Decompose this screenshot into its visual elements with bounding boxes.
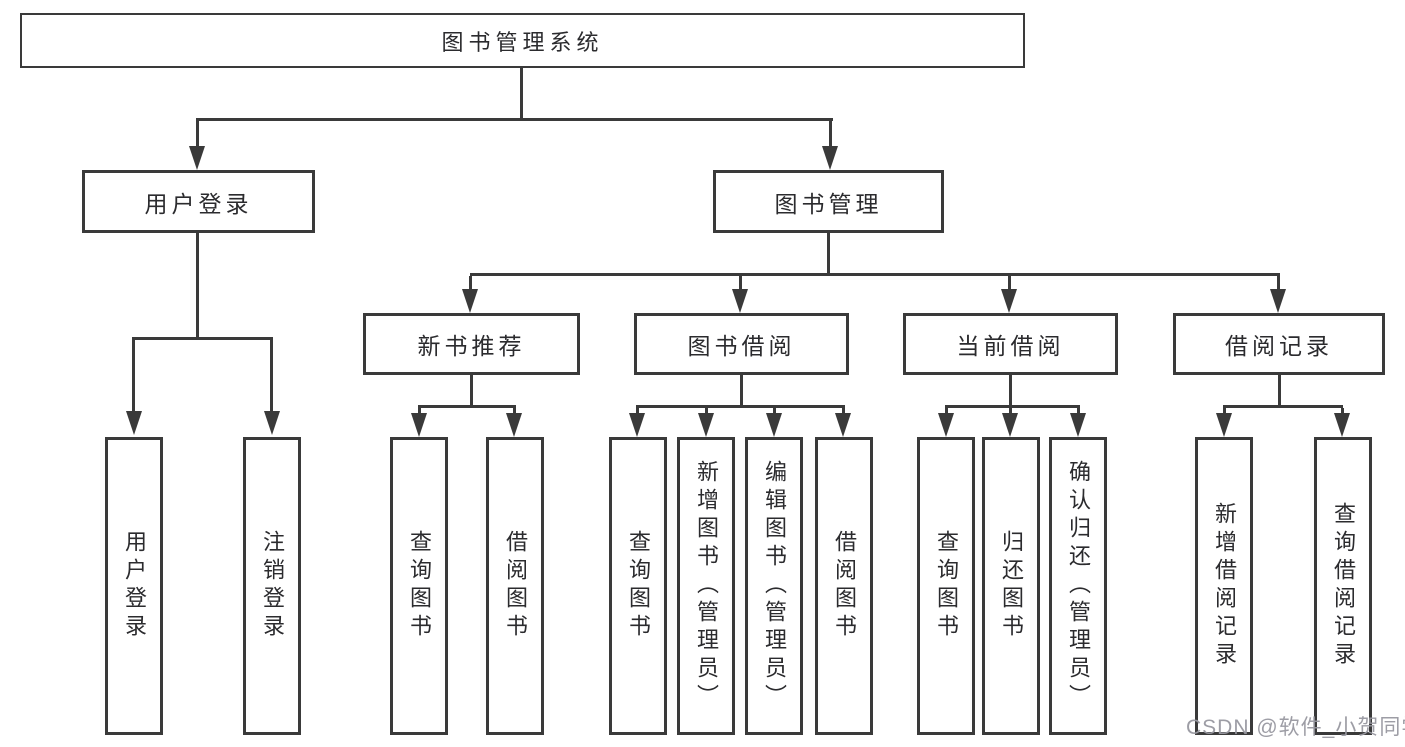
connector-line [470, 273, 1280, 276]
node-label: 查询图书 [626, 530, 651, 642]
node-current-confirm-return-admin: 确认归还（管理员） [1049, 437, 1107, 735]
node-label: 查询图书 [407, 530, 432, 642]
connector-line [196, 233, 199, 337]
connector-line [1277, 276, 1280, 292]
node-login-logout: 注销登录 [243, 437, 301, 735]
connector-line [829, 121, 832, 149]
node-book-borrowing: 图书借阅 [634, 313, 849, 375]
connector-line [520, 68, 523, 118]
node-current-query-books: 查询图书 [917, 437, 975, 735]
arrow-down-icon [835, 413, 851, 437]
arrow-down-icon [506, 413, 522, 437]
watermark: CSDN @软件_小贺同学 [1186, 716, 1405, 739]
connector-line [1008, 276, 1011, 292]
connector-line [827, 233, 830, 273]
connector-line [945, 408, 948, 416]
node-records-add-borrow-record: 新增借阅记录 [1195, 437, 1253, 735]
connector-line [842, 408, 845, 416]
node-borrow-add-books-admin: 新增图书（管理员） [677, 437, 735, 735]
arrow-down-icon [1001, 289, 1017, 313]
node-label: 图书管理系统 [441, 29, 604, 55]
arrow-down-icon [732, 289, 748, 313]
connector-line [513, 408, 516, 416]
node-borrow-edit-books-admin: 编辑图书（管理员） [745, 437, 803, 735]
node-new-book-recommendation: 新书推荐 [363, 313, 580, 375]
connector-line [739, 276, 742, 292]
connector-line [196, 121, 199, 149]
node-label: 图书借阅 [687, 333, 796, 359]
connector-line [132, 337, 273, 340]
node-label: 编辑图书（管理员） [762, 460, 787, 712]
arrow-down-icon [629, 413, 645, 437]
node-label: 新增借阅记录 [1212, 502, 1237, 670]
node-label: 图书管理 [774, 190, 883, 217]
node-label: 查询借阅记录 [1331, 502, 1356, 670]
node-current-return-books: 归还图书 [982, 437, 1040, 735]
connector-line [132, 340, 135, 412]
node-user-login: 用户登录 [82, 170, 315, 233]
node-login-user-login: 用户登录 [105, 437, 163, 735]
connector-line [470, 375, 473, 407]
arrow-down-icon [264, 411, 280, 435]
arrow-down-icon [1070, 413, 1086, 437]
arrow-down-icon [766, 413, 782, 437]
node-label: 新书推荐 [417, 333, 526, 359]
arrow-down-icon [822, 146, 838, 170]
connector-line [1223, 408, 1226, 416]
node-library-management-system: 图书管理系统 [20, 13, 1025, 68]
arrow-down-icon [126, 411, 142, 435]
node-label: 注销登录 [260, 530, 285, 642]
node-label: 查询图书 [934, 530, 959, 642]
arrow-down-icon [1002, 413, 1018, 437]
node-label: 当前借阅 [956, 333, 1065, 359]
node-label: 借阅记录 [1225, 333, 1333, 359]
node-borrowing-records: 借阅记录 [1173, 313, 1385, 375]
connector-line [636, 408, 639, 416]
arrow-down-icon [462, 289, 478, 313]
node-label: 归还图书 [999, 530, 1024, 642]
connector-line [1009, 408, 1012, 416]
connector-line [773, 408, 776, 416]
connector-line [740, 375, 743, 407]
connector-line [469, 276, 472, 292]
arrow-down-icon [698, 413, 714, 437]
connector-line [1223, 405, 1343, 408]
node-recommend-borrow-books: 借阅图书 [486, 437, 544, 735]
arrow-down-icon [1334, 413, 1350, 437]
node-current-borrowing: 当前借阅 [903, 313, 1118, 375]
connector-line [705, 408, 708, 416]
node-label: 用户登录 [122, 530, 147, 642]
node-label: 借阅图书 [503, 530, 528, 642]
arrow-down-icon [938, 413, 954, 437]
connector-line [945, 405, 1080, 408]
node-label: 新增图书（管理员） [694, 460, 719, 712]
arrow-down-icon [1270, 289, 1286, 313]
connector-line [270, 340, 273, 412]
node-label: 用户登录 [144, 190, 253, 217]
arrow-down-icon [1216, 413, 1232, 437]
node-label: 借阅图书 [832, 530, 857, 642]
node-borrow-query-books: 查询图书 [609, 437, 667, 735]
connector-line [1009, 375, 1012, 407]
connector-line [418, 408, 421, 416]
connector-line [1341, 408, 1344, 416]
connector-line [418, 405, 516, 408]
node-book-management: 图书管理 [713, 170, 944, 233]
arrow-down-icon [411, 413, 427, 437]
arrow-down-icon [189, 146, 205, 170]
connector-line [636, 405, 845, 408]
node-borrow-borrow-books: 借阅图书 [815, 437, 873, 735]
connector-line [196, 118, 833, 121]
connector-line [1278, 375, 1281, 407]
node-records-query-borrow-record: 查询借阅记录 [1314, 437, 1372, 735]
node-recommend-query-books: 查询图书 [390, 437, 448, 735]
connector-line [1077, 408, 1080, 416]
node-label: 确认归还（管理员） [1066, 460, 1091, 712]
